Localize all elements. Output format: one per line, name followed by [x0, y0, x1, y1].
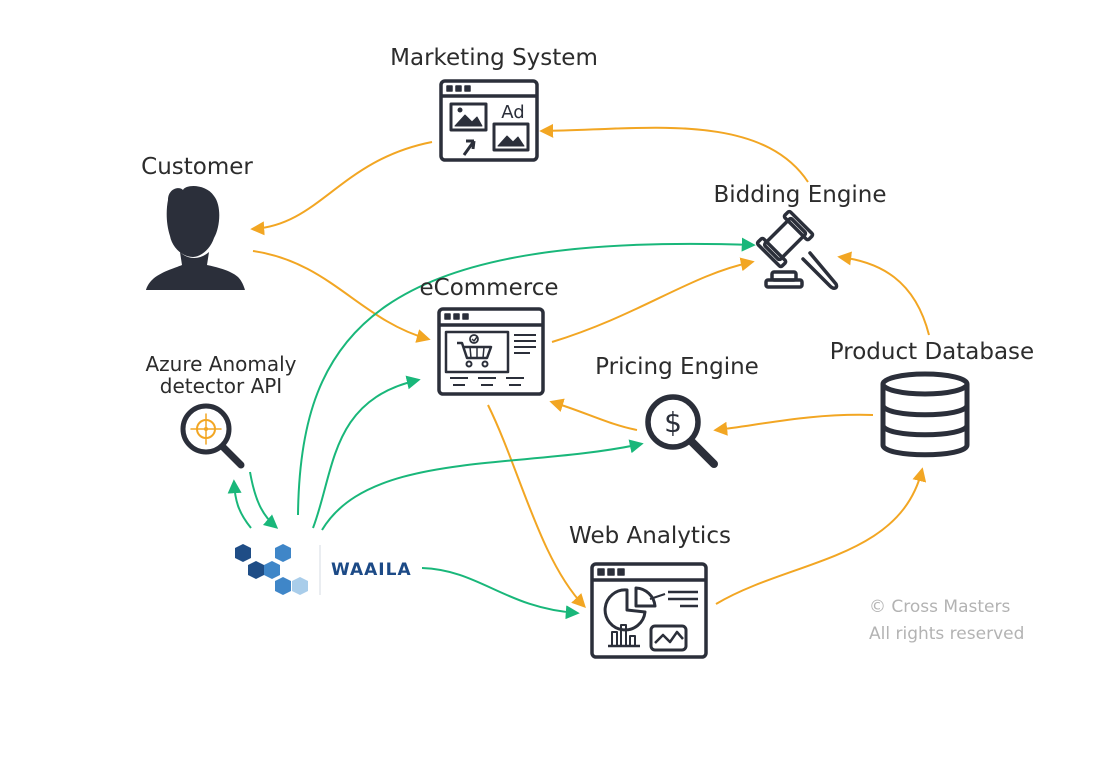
gavel-icon	[755, 209, 839, 290]
arrow-waaila-to-webanalytics	[421, 567, 580, 620]
pricing-search-icon	[645, 394, 718, 468]
arrow-webanalytics-to-productdb	[715, 467, 927, 605]
copyright-line2: All rights reserved	[869, 624, 1025, 645]
hex-5	[275, 577, 291, 595]
arrow-pricing-to-ecommerce	[549, 398, 638, 431]
ecommerce-icon	[437, 307, 545, 396]
azure-label-line2: detector API	[159, 374, 283, 399]
azure-anomaly-label: Azure Anomaly detector API	[145, 353, 296, 398]
waaila-wordmark: WAAILA	[331, 560, 412, 580]
marketing-system-icon	[439, 79, 539, 162]
orange-arrows	[250, 123, 930, 609]
hex-6	[292, 577, 308, 595]
waaila-logo-icon	[235, 544, 308, 595]
web-analytics-label: Web Analytics	[569, 523, 731, 549]
hex-2	[275, 544, 291, 562]
hex-4	[264, 561, 280, 579]
product-database-label: Product Database	[829, 339, 1035, 365]
arrow-ecommerce-to-bidding	[551, 257, 755, 343]
customer-label: Customer	[141, 154, 253, 180]
bidding-engine-label: Bidding Engine	[713, 182, 887, 208]
arrow-customer-to-ecommerce	[252, 250, 431, 343]
web-analytics-icon	[590, 562, 708, 659]
arrow-waaila-azure-up	[227, 479, 252, 529]
arrow-waaila-to-pricing	[321, 439, 644, 531]
copyright-notice: © Cross Masters All rights reserved	[869, 594, 1024, 648]
arrow-azure-waaila-down	[249, 471, 279, 529]
green-arrows	[227, 237, 756, 620]
arrow-waaila-to-bidding	[297, 237, 756, 516]
pricing-engine-label: Pricing Engine	[595, 354, 759, 380]
hex-3	[248, 561, 264, 579]
marketing-ad-text: Ad	[501, 102, 524, 123]
anomaly-search-icon	[180, 403, 245, 469]
arrow-bidding-to-marketing	[539, 123, 809, 183]
customer-icon	[146, 186, 245, 290]
arrow-ecommerce-to-webanalytics	[487, 404, 586, 609]
copyright-line1: © Cross Masters	[869, 597, 1011, 617]
marketing-system-label: Marketing System	[390, 45, 598, 71]
hex-1	[235, 544, 251, 562]
dollar-sign: $	[664, 406, 682, 439]
arrow-waaila-to-ecommerce	[312, 375, 421, 529]
azure-label-line1: Azure Anomaly	[145, 352, 297, 376]
ecommerce-label: eCommerce	[419, 275, 559, 301]
arrow-marketing-to-customer	[250, 141, 433, 236]
arrow-productdb-to-bidding	[837, 251, 930, 336]
arrow-productdb-to-pricing	[713, 413, 874, 436]
database-icon	[880, 371, 970, 458]
